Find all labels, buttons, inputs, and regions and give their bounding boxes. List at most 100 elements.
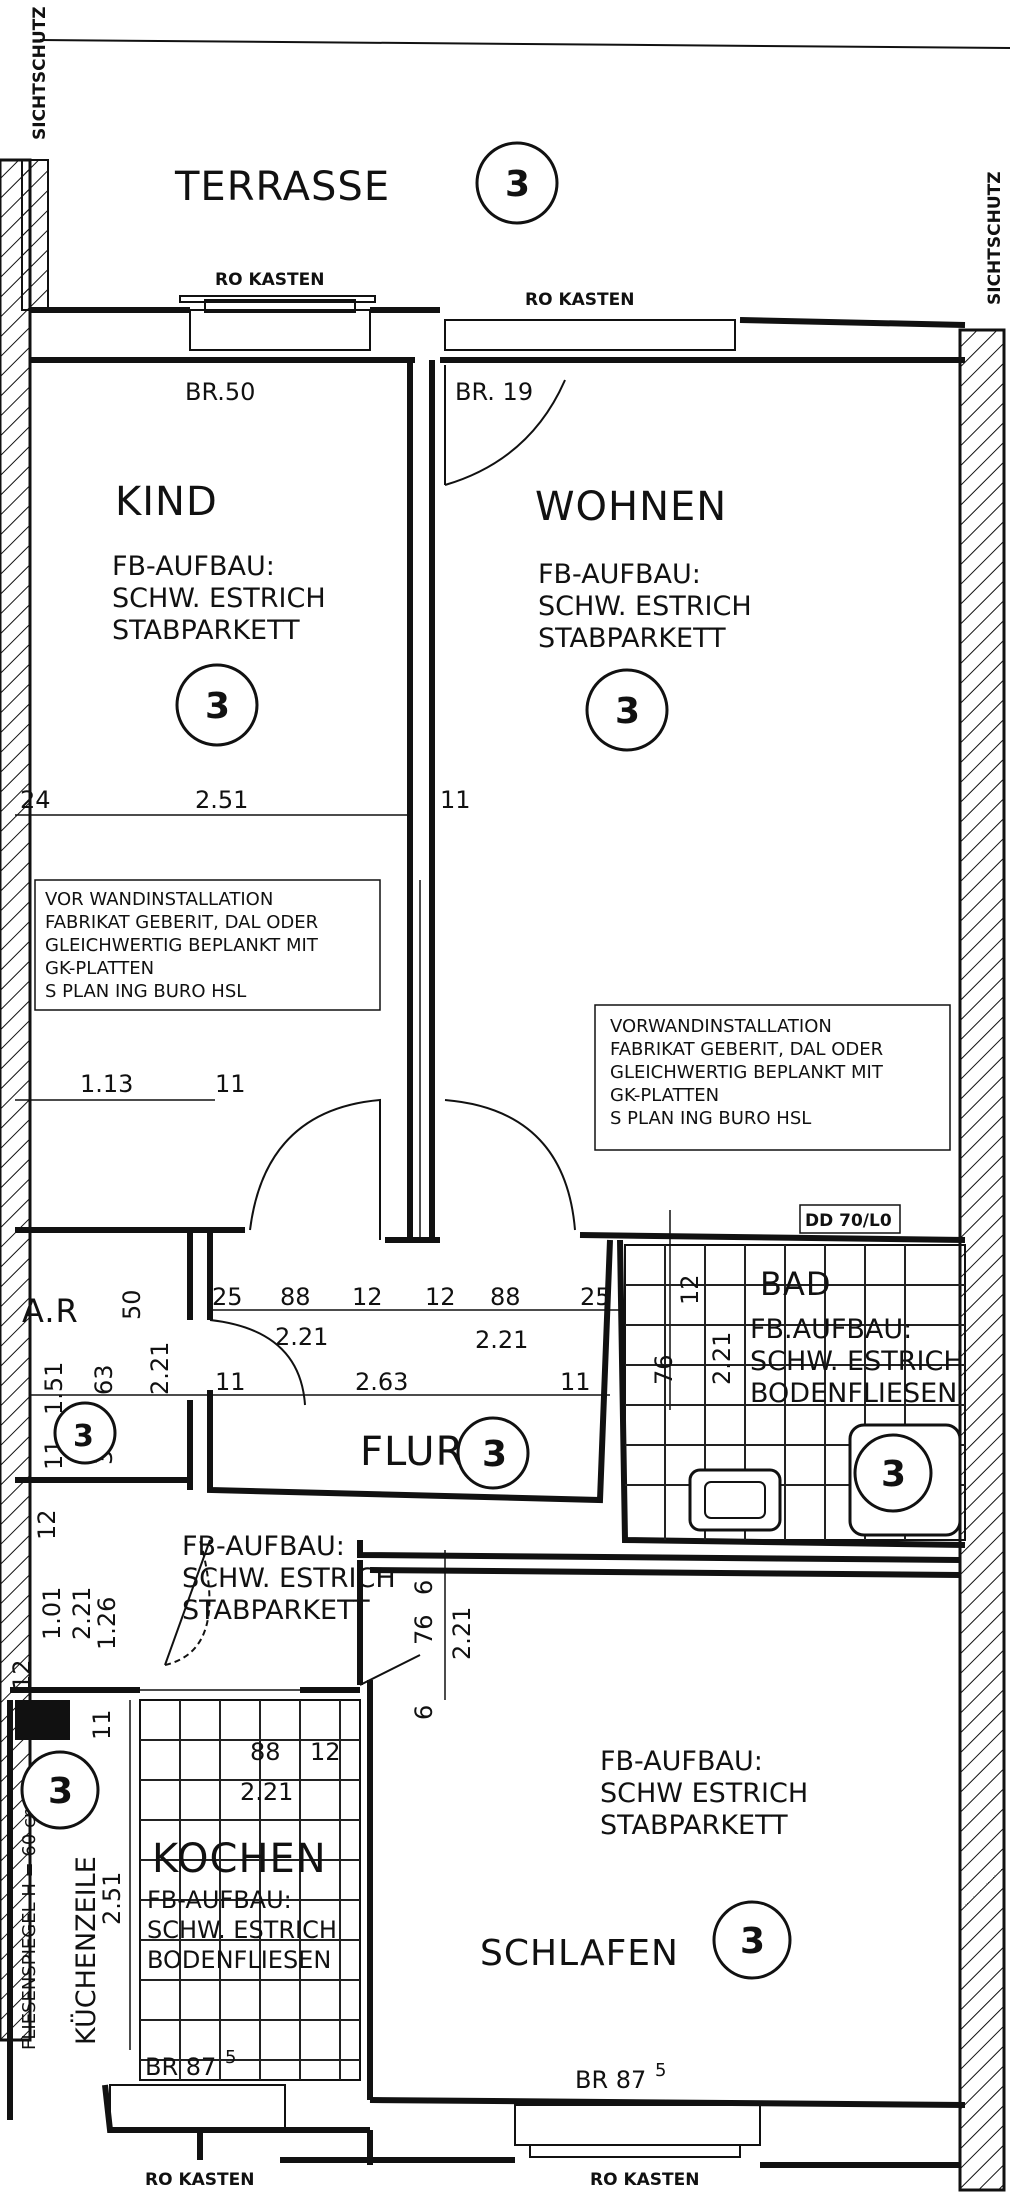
room-badges: 3 3 3 3 3 3 3 3 (20, 141, 933, 1980)
svg-text:3: 3 (482, 1434, 507, 1475)
dim-1-01: 1.01 (38, 1587, 66, 1640)
br87-right-sup: 5 (655, 2060, 666, 2081)
bad-spec-line-2: SCHW. ESTRICH (750, 1346, 964, 1377)
svg-text:3: 3 (73, 1419, 94, 1454)
kuechenzeile-label: KÜCHENZEILE (70, 1856, 102, 2045)
fliesenspiegel-label: FLIESENSPIEGEL H = 60 cm (19, 1801, 40, 2050)
dim-11-5-f: 11 (88, 1709, 116, 1740)
vorwand-right-line-3: GLEICHWERTIG BEPLANKT MIT (610, 1062, 884, 1083)
badge-bad: 3 (853, 1433, 933, 1513)
schlafen-spec-line-3: STABPARKETT (600, 1810, 788, 1841)
dim-24: 24 (20, 786, 51, 814)
bad-label: BAD (760, 1265, 831, 1303)
dd-box-label: DD 70/L0 (805, 1211, 892, 1231)
br50-label: BR.50 (185, 378, 255, 406)
vorwand-left-line-1: VOR WANDINSTALLATION (45, 889, 273, 910)
kind-spec-line-3: STABPARKETT (112, 615, 300, 646)
badge-terrasse: 3 (475, 141, 559, 225)
dim-63-5: 63 (90, 1364, 118, 1395)
badge-kochen: 3 (20, 1750, 100, 1830)
interior-walls (7, 307, 966, 2168)
dim-6-5: 6 (410, 1705, 438, 1720)
dim-12-5-f: 12 (676, 1274, 704, 1305)
ro-kasten-bottom-left: RO KASTEN (145, 2170, 254, 2190)
wohnen-spec-line-2: SCHW. ESTRICH (538, 591, 752, 622)
kind-label: KIND (115, 479, 218, 525)
wohnen-label: WOHNEN (535, 484, 727, 530)
br19-label: BR. 19 (455, 378, 533, 406)
ro-kasten-bottom-right: RO KASTEN (590, 2170, 699, 2190)
schlafen-spec-line-1: FB-AUFBAU: (600, 1746, 763, 1777)
dim-2-21-5-b: 2.21 (475, 1326, 528, 1354)
vorwand-right-line-2: FABRIKAT GEBERIT, DAL ODER (610, 1039, 883, 1060)
badge-kind: 3 (175, 663, 259, 747)
kochen-spec-line-2: SCHW. ESTRICH (147, 1916, 337, 1944)
dim-88-5-a: 88 (280, 1283, 311, 1311)
dim-12-5-d: 12 (8, 1659, 36, 1690)
sichtschutz-right-label: SICHTSCHUTZ (985, 171, 1005, 305)
vorwand-right-line-5: S PLAN ING BURO HSL (610, 1108, 811, 1129)
ar-label: A.R (22, 1292, 79, 1330)
door-swings (164, 365, 576, 1686)
dim-12-5-e: 12 (310, 1738, 341, 1766)
bad-spec-line-3: BODENFLIESEN (750, 1378, 957, 1409)
dim-12-5-a: 12 (352, 1283, 383, 1311)
vorwand-left-line-4: GK-PLATTEN (45, 958, 154, 979)
svg-text:3: 3 (881, 1454, 906, 1495)
dim-2-51-b: 2.51 (98, 1872, 126, 1925)
br87-left-label: BR 87 (145, 2053, 216, 2081)
dim-76-b: 76 (650, 1354, 678, 1385)
kochen-spec-line-3: BODENFLIESEN (147, 1946, 331, 1974)
schlafen-label: SCHLAFEN (480, 1933, 679, 1974)
dim-2-21-5-d: 2.21 (68, 1587, 96, 1640)
dim-25: 25 (212, 1283, 243, 1311)
kind-spec-line-1: FB-AUFBAU: (112, 551, 275, 582)
dim-11-5-a: 11 (440, 786, 471, 814)
badge-wohnen: 3 (585, 668, 669, 752)
br87-left-sup: 5 (225, 2047, 236, 2068)
kind-spec-line-2: SCHW. ESTRICH (112, 583, 326, 614)
dim-1-13-5: 1.13 (80, 1070, 133, 1098)
kochen-spec-line-1: FB-AUFBAU: (147, 1886, 292, 1914)
dim-88-5-c: 88 (250, 1738, 281, 1766)
vorwand-left-line-5: S PLAN ING BURO HSL (45, 981, 246, 1002)
dim-11-5-c: 11 (215, 1368, 246, 1396)
flur-label: FLUR (360, 1429, 464, 1475)
dim-25-b: 25 (580, 1283, 611, 1311)
ro-kasten-top-right: RO KASTEN (525, 290, 634, 310)
dim-1-51: 1.51 (40, 1362, 68, 1415)
badge-schlafen: 3 (712, 1900, 792, 1980)
flur-spec-line-3: STABPARKETT (182, 1595, 370, 1626)
badge-flur: 3 (456, 1416, 530, 1490)
vorwand-right-line-1: VORWANDINSTALLATION (610, 1016, 832, 1037)
dim-2-21-5-f: 2.21 (448, 1607, 476, 1660)
dim-2-21-5-g: 2.21 (708, 1332, 736, 1385)
dim-1-26: 1.26 (93, 1597, 121, 1650)
dim-2-63-5: 2.63 (355, 1368, 408, 1396)
kitchen-tiles (15, 1699, 361, 2081)
dim-76-a: 76 (410, 1614, 438, 1645)
dim-6: 6 (410, 1580, 438, 1595)
flur-spec-line-1: FB-AUFBAU: (182, 1531, 345, 1562)
svg-text:3: 3 (740, 1921, 765, 1962)
svg-text:3: 3 (615, 691, 640, 732)
room-labels: SICHTSCHUTZ SICHTSCHUTZ TERRASSE RO KAST… (19, 6, 1005, 2190)
window-boxes (109, 295, 761, 2158)
schlafen-spec-line-2: SCHW ESTRICH (600, 1778, 808, 1809)
terrasse-label: TERRASSE (174, 164, 390, 210)
badge-ar: 3 (53, 1401, 117, 1465)
dim-50: 50 (118, 1289, 146, 1320)
br87-right-label: BR 87 (575, 2066, 646, 2094)
bad-spec-line-1: FB.AUFBAU: (750, 1314, 912, 1345)
dim-2-21-5-a: 2.21 (275, 1323, 328, 1351)
flur-spec-line-2: SCHW. ESTRICH (182, 1563, 396, 1594)
wohnen-spec-line-3: STABPARKETT (538, 623, 726, 654)
dim-11-5-d: 11 (560, 1368, 591, 1396)
vorwand-left-line-3: GLEICHWERTIG BEPLANKT MIT (45, 935, 319, 956)
dimension-values: 24 2.51 11 1.13 11 50 25 88 12 12 88 25 … (8, 786, 736, 1925)
installation-boxes (34, 879, 951, 1234)
ro-kasten-top-left: RO KASTEN (215, 270, 324, 290)
dim-2-21-5-e: 2.21 (240, 1778, 293, 1806)
dim-12-5-c: 12 (33, 1509, 61, 1540)
wohnen-spec-line-1: FB-AUFBAU: (538, 559, 701, 590)
